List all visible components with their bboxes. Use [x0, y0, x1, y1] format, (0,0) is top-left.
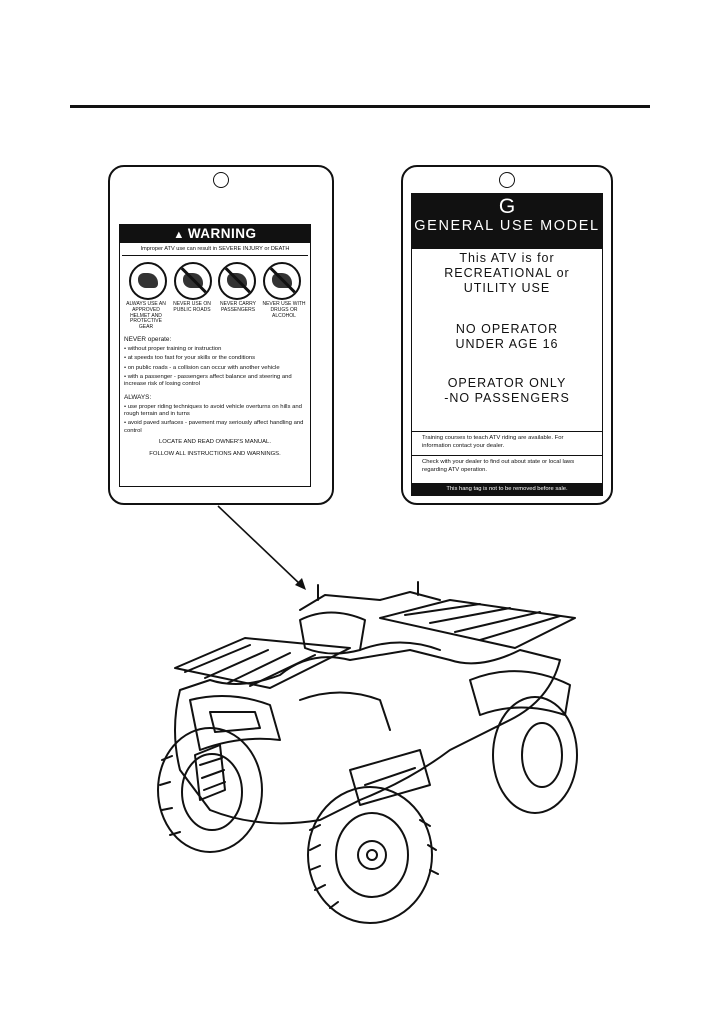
helmet-icon — [129, 262, 168, 300]
training-text: Training courses to teach ATV riding are… — [422, 435, 564, 449]
passenger-line-1: OPERATOR ONLY — [447, 376, 567, 390]
use-line-3: UTILITY USE — [463, 281, 551, 295]
warning-subtext: Improper ATV use can result in SEVERE IN… — [122, 246, 308, 256]
never-item: • on public roads - a collision can occu… — [124, 364, 280, 371]
model-name: GENERAL USE MODEL — [414, 218, 600, 234]
passenger-line-2: -NO PASSENGERS — [444, 391, 570, 405]
warning-footer-1: LOCATE AND READ OWNER'S MANUAL. — [159, 439, 271, 446]
no-public-roads-icon — [173, 262, 212, 300]
no-drugs-alcohol-icon — [262, 262, 301, 300]
icon-caption: NEVER CARRY PASSENGERS — [219, 301, 257, 313]
check-laws-text: Check with your dealer to find out about… — [422, 459, 575, 474]
warning-body: NEVER operate: • without proper training… — [120, 336, 310, 458]
never-header: NEVER operate: — [124, 335, 172, 343]
warning-icons — [120, 262, 310, 300]
use-line-1: This ATV is for — [459, 251, 555, 265]
icon-captions: ALWAYS USE AN APPROVED HELMET AND PROTEC… — [120, 300, 310, 331]
always-item: • avoid paved surfaces - pavement may se… — [124, 420, 304, 434]
model-letter: G — [498, 195, 516, 218]
hang-hole — [213, 172, 229, 188]
never-item: • without proper training or instruction — [124, 345, 222, 352]
warning-heading-text: WARNING — [187, 226, 257, 241]
never-item: • at speeds too fast for your skills or … — [124, 355, 256, 362]
always-item: • use proper riding techniques to avoid … — [124, 403, 302, 417]
warning-footer-2: FOLLOW ALL INSTRUCTIONS AND WARNINGS. — [149, 450, 281, 457]
never-item: • with a passenger - passengers affect b… — [124, 373, 292, 388]
top-rule — [70, 105, 650, 108]
icon-caption: NEVER USE WITH DRUGS OR ALCOHOL — [262, 301, 306, 319]
always-header: ALWAYS: — [124, 393, 152, 401]
warning-hang-tag: ▲WARNING Improper ATV use can result in … — [108, 165, 334, 505]
no-passengers-icon — [218, 262, 257, 300]
general-use-header: G GENERAL USE MODEL — [412, 194, 602, 249]
age-line-1: NO OPERATOR — [455, 322, 559, 336]
general-use-hang-tag: G GENERAL USE MODEL This ATV is for RECR… — [401, 165, 613, 505]
general-use-label: G GENERAL USE MODEL This ATV is for RECR… — [411, 193, 603, 496]
icon-caption: ALWAYS USE AN APPROVED HELMET AND PROTEC… — [126, 301, 166, 330]
warning-label: ▲WARNING Improper ATV use can result in … — [119, 224, 311, 487]
atv-illustration — [157, 581, 578, 924]
hang-hole — [499, 172, 515, 188]
warning-triangle-icon: ▲ — [173, 229, 185, 241]
divider — [412, 455, 602, 457]
hang-tag-footer: This hang tag is not to be removed befor… — [412, 483, 602, 495]
divider — [412, 431, 602, 432]
age-line-2: UNDER AGE 16 — [455, 337, 559, 351]
warning-heading: ▲WARNING — [120, 225, 310, 243]
icon-caption: NEVER USE ON PUBLIC ROADS — [173, 301, 211, 313]
use-line-2: RECREATIONAL or — [444, 266, 570, 280]
